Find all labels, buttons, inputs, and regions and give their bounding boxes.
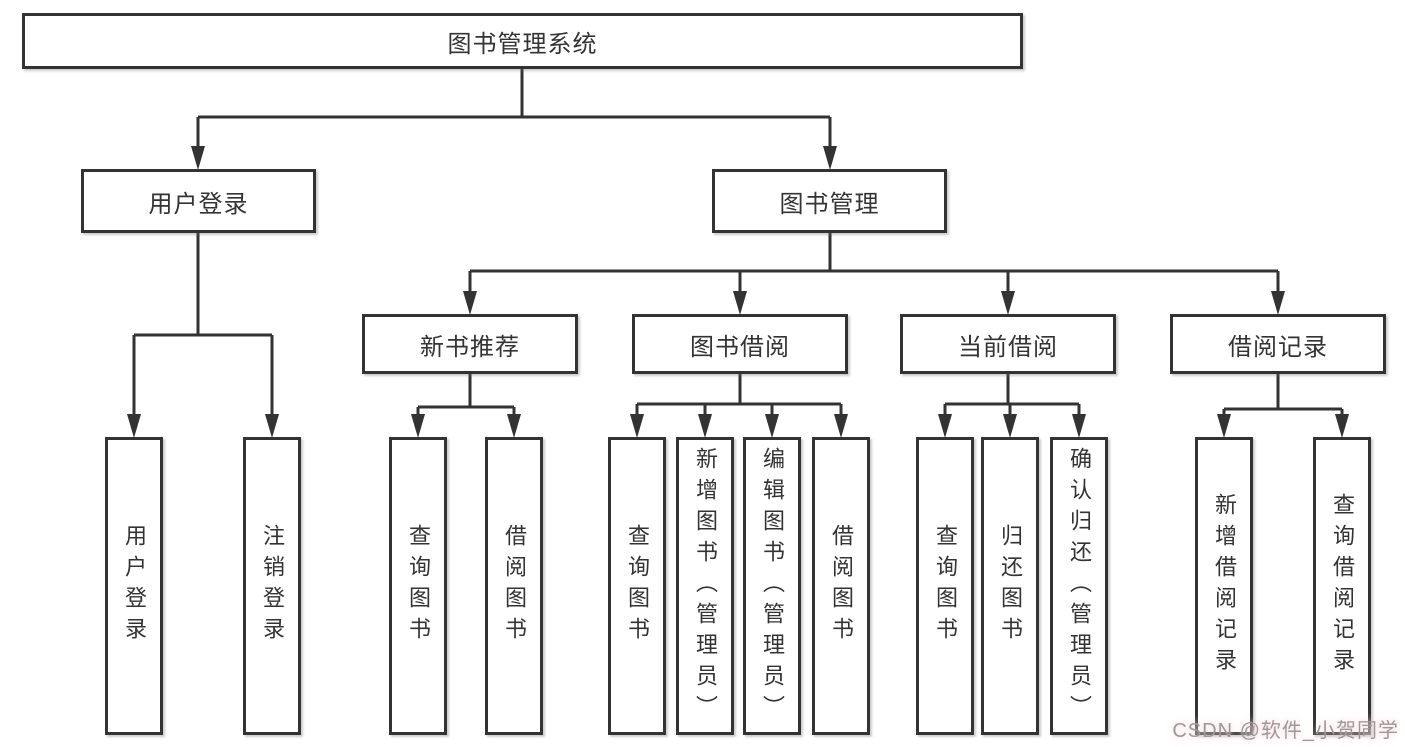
leaf-return-books: 归还图书 — [981, 437, 1039, 735]
leaf-add-borrow-record: 新增借阅记录 — [1195, 437, 1253, 735]
leaf-label: 注销登录 — [260, 524, 285, 648]
node-label: 图书管理 — [779, 190, 880, 218]
node-book-management: 图书管理 — [712, 169, 947, 233]
csdn-watermark: CSDN @软件_小贺同学 — [1172, 720, 1399, 742]
leaf-borrow-books-recommend: 借阅图书 — [485, 437, 543, 735]
leaf-edit-book-admin: 编辑图书（管理员） — [743, 437, 801, 735]
leaf-label: 借阅图书 — [502, 524, 527, 648]
leaf-query-books-recommend: 查询图书 — [389, 437, 447, 735]
leaf-borrow-books: 借阅图书 — [812, 437, 870, 735]
connector-path — [132, 69, 1344, 418]
leaf-label: 查询借阅记录 — [1330, 493, 1355, 679]
node-book-borrowing: 图书借阅 — [632, 314, 848, 374]
leaf-user-login: 用户登录 — [105, 437, 163, 735]
leaf-label: 新增图书（管理员） — [693, 446, 718, 726]
leaf-label: 确认归还（管理员） — [1067, 446, 1092, 726]
node-user-login: 用户登录 — [81, 169, 316, 233]
leaf-logout: 注销登录 — [243, 437, 301, 735]
node-label: 用户登录 — [148, 190, 249, 218]
node-label: 图书借阅 — [690, 333, 790, 361]
leaf-label: 归还图书 — [998, 524, 1023, 648]
leaf-confirm-return-admin: 确认归还（管理员） — [1050, 437, 1108, 735]
node-label: 图书管理系统 — [447, 30, 598, 58]
leaf-label: 借阅图书 — [829, 524, 854, 648]
node-library-management-system: 图书管理系统 — [22, 13, 1023, 69]
node-label: 借阅记录 — [1228, 333, 1328, 361]
leaf-label: 用户登录 — [122, 524, 147, 648]
leaf-query-borrow-record: 查询借阅记录 — [1313, 437, 1371, 735]
node-borrowing-records: 借阅记录 — [1170, 314, 1386, 374]
leaf-add-book-admin: 新增图书（管理员） — [676, 437, 734, 735]
leaf-query-books-borrow: 查询图书 — [608, 437, 666, 735]
node-label: 新书推荐 — [420, 333, 520, 361]
arrowheads — [127, 146, 1349, 438]
node-new-book-recommendation: 新书推荐 — [362, 314, 578, 374]
leaf-label: 新增借阅记录 — [1212, 493, 1237, 679]
node-current-borrowing: 当前借阅 — [900, 314, 1116, 374]
leaf-label: 编辑图书（管理员） — [760, 446, 785, 726]
node-label: 当前借阅 — [958, 333, 1058, 361]
leaf-query-books-current: 查询图书 — [916, 437, 974, 735]
leaf-label: 查询图书 — [625, 524, 650, 648]
leaf-label: 查询图书 — [406, 524, 431, 648]
leaf-label: 查询图书 — [933, 524, 958, 648]
